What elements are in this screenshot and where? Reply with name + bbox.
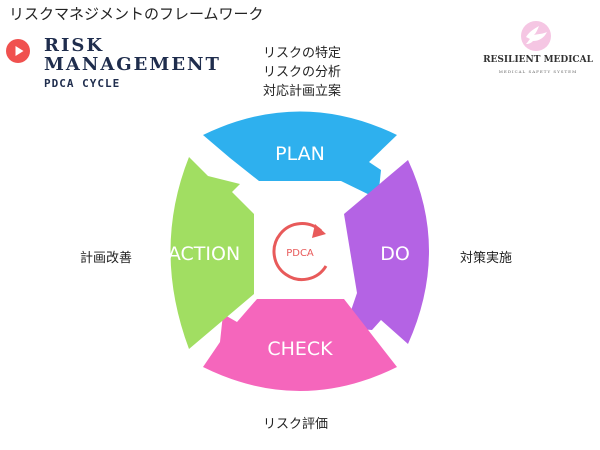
page-heading: リスクマネジメントのフレームワーク [9,5,264,23]
pdca-center-label: PDCA [286,248,314,259]
dove-icon [521,21,551,51]
plan-label: PLAN [275,143,325,165]
brand-subtitle: PDCA CYCLE [44,77,121,90]
action-annotation: 計画改善 [80,251,133,266]
brand-title-line1: RISK [44,35,105,56]
brand-title-line2: MANAGEMENT [44,54,221,75]
check-label: CHECK [267,338,333,360]
action-segment [170,157,254,349]
action-label: ACTION [168,243,240,265]
do-annotation: 対策実施 [460,251,513,266]
check-annotation: リスク評価 [263,417,329,432]
plan-annotation: リスクの特定 リスクの分析 対応計画立案 [232,44,372,101]
play-icon [6,39,30,63]
logo-tagline: MEDICAL SAFETY SYSTEM [498,69,578,74]
plan-annotation-line: 対応計画立案 [262,84,341,99]
do-label: DO [380,243,410,265]
plan-annotation-line: リスクの分析 [262,65,341,80]
company-logo: RESILIENT MEDICAL MEDICAL SAFETY SYSTEM [482,18,594,84]
logo-name: RESILIENT MEDICAL [483,55,593,65]
plan-annotation-line: リスクの特定 [262,46,341,61]
cycle-arrow-icon [272,222,328,282]
do-segment [344,160,429,344]
plan-segment [203,111,397,199]
check-segment [203,299,397,391]
